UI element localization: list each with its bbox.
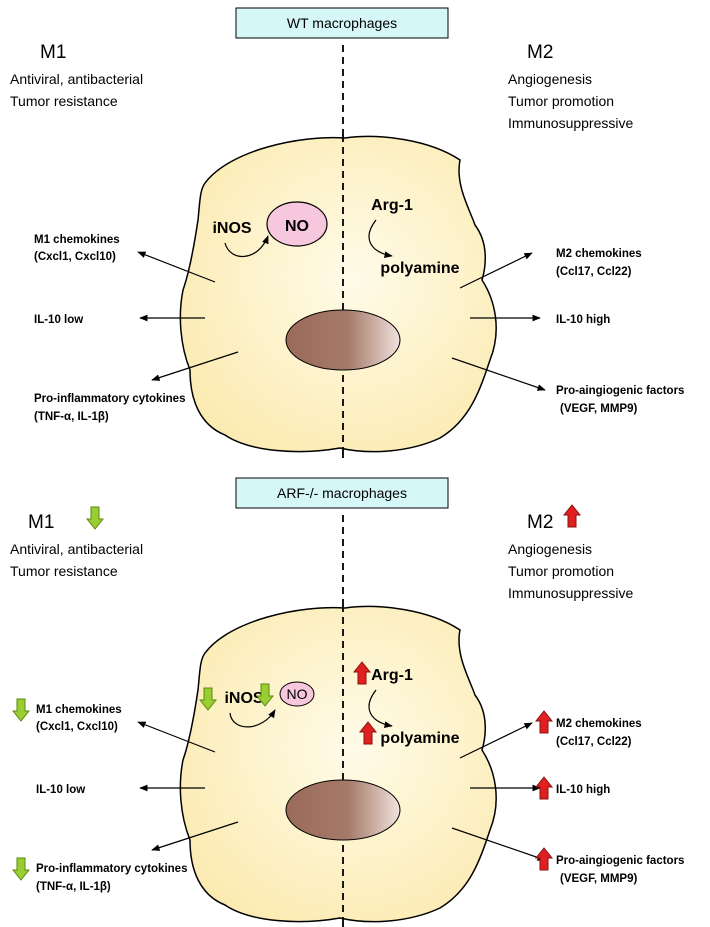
no-ellipse xyxy=(279,681,315,707)
m2-up-arrow-icon xyxy=(562,504,582,528)
left-label: M1 chemokines xyxy=(36,704,122,716)
m2-line: Angiogenesis xyxy=(508,71,592,87)
left-label-down-arrow-icon xyxy=(11,857,31,881)
right-label: (VEGF, MMP9) xyxy=(560,873,637,885)
m1-line: Antiviral, antibacterial xyxy=(10,541,143,557)
no-label: NO xyxy=(285,218,309,235)
polyamine-label: polyamine xyxy=(380,730,459,747)
m2-line: Tumor promotion xyxy=(508,93,614,109)
header-rect xyxy=(235,7,449,39)
polyamine-label: polyamine xyxy=(380,260,459,277)
header-box: WT macrophages xyxy=(235,7,449,39)
arg1-label: Arg-1 xyxy=(371,197,413,214)
polyamine-up-arrow-icon xyxy=(358,721,378,745)
left-label: M1 chemokines xyxy=(34,234,120,246)
right-label: Pro-aingiogenic factors xyxy=(556,385,684,397)
m2-title: M2 xyxy=(527,42,553,63)
nucleus xyxy=(285,779,401,841)
macrophage-cell xyxy=(179,605,497,923)
right-label: M2 chemokines xyxy=(556,718,642,730)
right-label: (Ccl17, Ccl22) xyxy=(556,736,632,748)
right-label: IL-10 high xyxy=(556,314,610,326)
right-output-arrow xyxy=(459,252,533,289)
right-label: Pro-aingiogenic factors xyxy=(556,855,684,867)
header-title: ARF-/- macrophages xyxy=(277,485,407,501)
arg1-label: Arg-1 xyxy=(371,667,413,684)
right-output-arrow xyxy=(451,357,546,391)
no-ellipse xyxy=(266,201,328,247)
header-rect xyxy=(235,477,449,509)
right-label-up-arrow-icon xyxy=(534,776,554,800)
m1-line: Tumor resistance xyxy=(10,93,118,109)
arg1-up-arrow-icon xyxy=(352,661,372,685)
right-label-up-arrow-icon xyxy=(534,710,554,734)
inos-down-arrow-icon xyxy=(198,687,218,711)
m1-title: M1 xyxy=(40,42,66,63)
right-output-arrow xyxy=(451,827,546,861)
header-title: WT macrophages xyxy=(287,15,397,31)
left-label: (TNF-α, IL-1β) xyxy=(36,881,111,893)
right-label-up-arrow-icon xyxy=(534,847,554,871)
inos-label: iNOS xyxy=(212,220,251,237)
inos-label: iNOS xyxy=(224,690,263,707)
left-label-down-arrow-icon xyxy=(11,698,31,722)
left-output-arrow xyxy=(151,351,239,381)
left-label: IL-10 low xyxy=(34,314,83,326)
left-label: (TNF-α, IL-1β) xyxy=(34,411,109,423)
right-label: IL-10 high xyxy=(556,784,610,796)
right-label: (Ccl17, Ccl22) xyxy=(556,266,632,278)
nucleus xyxy=(285,309,401,371)
m2-line: Immunosuppressive xyxy=(508,585,633,601)
left-label: (Cxcl1, Cxcl10) xyxy=(36,721,118,733)
m1-down-arrow-icon xyxy=(85,506,105,530)
m2-line: Tumor promotion xyxy=(508,563,614,579)
m2-title: M2 xyxy=(527,512,553,533)
left-label: IL-10 low xyxy=(36,784,85,796)
left-output-arrow xyxy=(137,251,216,283)
left-output-arrow xyxy=(137,721,216,753)
arg1-to-polyamine-arrow xyxy=(368,689,393,728)
inos-to-no-arrow xyxy=(224,235,269,258)
arg1-to-polyamine-arrow xyxy=(368,219,393,258)
macrophage-cell xyxy=(179,135,497,453)
m2-line: Immunosuppressive xyxy=(508,115,633,131)
left-label: (Cxcl1, Cxcl10) xyxy=(34,251,116,263)
right-output-arrow xyxy=(459,722,533,759)
no-label: NO xyxy=(287,686,308,702)
left-label: Pro-inflammatory cytokines xyxy=(36,863,187,875)
right-label: (VEGF, MMP9) xyxy=(560,403,637,415)
m2-line: Angiogenesis xyxy=(508,541,592,557)
no-down-arrow-icon xyxy=(255,683,275,707)
m1-line: Antiviral, antibacterial xyxy=(10,71,143,87)
right-label: M2 chemokines xyxy=(556,248,642,260)
m1-line: Tumor resistance xyxy=(10,563,118,579)
left-label: Pro-inflammatory cytokines xyxy=(34,393,185,405)
left-output-arrow xyxy=(151,821,239,851)
inos-to-no-arrow xyxy=(229,709,276,728)
header-box: ARF-/- macrophages xyxy=(235,477,449,509)
m1-title: M1 xyxy=(28,512,54,533)
